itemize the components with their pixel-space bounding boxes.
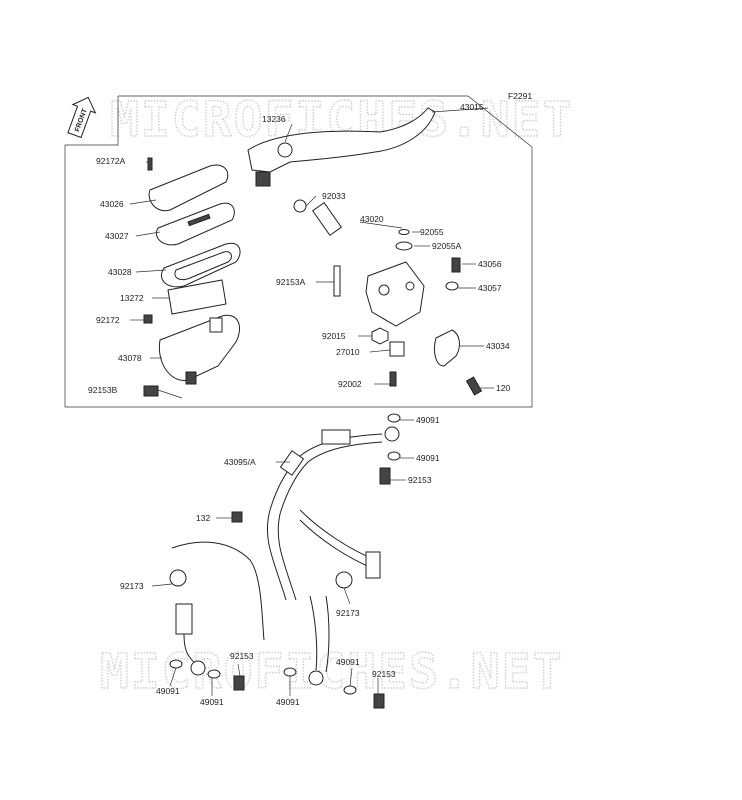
hose-right-branch	[283, 571, 385, 709]
banjo-top	[379, 413, 401, 485]
part-label: 92033	[322, 191, 346, 201]
part-label: 92055	[420, 227, 444, 237]
leader-lines	[129, 107, 494, 696]
watermark-bottom: MICROFICHES.NET	[100, 644, 563, 700]
cap-43057	[445, 281, 459, 291]
part-label: 43020	[360, 214, 384, 224]
part-label: 92173	[120, 581, 144, 591]
part-label: 13236	[262, 114, 286, 124]
part-label: 92002	[338, 379, 362, 389]
part-label: 92015	[322, 331, 346, 341]
part-label: 43095/A	[224, 457, 256, 467]
part-label: 92055A	[432, 241, 462, 251]
brake-hose-43095	[266, 429, 383, 601]
diaphragm-plate-43027	[156, 202, 235, 246]
diagram-code: F2291	[508, 91, 532, 101]
master-cylinder-body	[365, 229, 425, 327]
bolt-92002	[389, 371, 397, 387]
part-label: 43057	[478, 283, 502, 293]
part-label: 49091	[336, 657, 360, 667]
part-label: 92153B	[88, 385, 118, 395]
piston-kit-92033	[293, 199, 343, 236]
part-label: 49091	[200, 697, 224, 707]
part-label: 132	[196, 513, 210, 523]
bolt-132	[231, 511, 243, 523]
reservoir-body-43078	[143, 314, 240, 397]
bleeder-43056	[451, 257, 461, 273]
part-label: 92173	[336, 608, 360, 618]
part-label: 92172	[96, 315, 120, 325]
switch-27010	[389, 341, 405, 357]
part-label: 43026	[100, 199, 124, 209]
front-arrow-icon: FRONT	[67, 96, 97, 139]
part-label: 43078	[118, 353, 142, 363]
part-label: 43034	[486, 341, 510, 351]
part-label: 13272	[120, 293, 144, 303]
part-label: 92153	[408, 475, 432, 485]
part-label: 43028	[108, 267, 132, 277]
bolt-120	[465, 376, 483, 396]
part-label: 43015	[460, 102, 484, 112]
part-label: 43056	[478, 259, 502, 269]
part-label: 27010	[336, 347, 360, 357]
part-labels: 43015 13236 92172A 92033 43026 43020 430…	[88, 102, 510, 707]
part-label: 120	[496, 383, 510, 393]
assembly-border	[64, 95, 533, 408]
part-label: 49091	[416, 415, 440, 425]
part-label: 92153	[230, 651, 254, 661]
insulator-13272	[167, 279, 227, 315]
pin-92153A	[333, 265, 341, 297]
part-label: 49091	[416, 453, 440, 463]
nut-92015	[371, 327, 389, 345]
part-label: 49091	[276, 697, 300, 707]
part-label: 49091	[156, 686, 180, 696]
part-label: 92153A	[276, 277, 306, 287]
clamp-43034	[433, 329, 460, 367]
part-label: 92153	[372, 669, 396, 679]
hose-left-branch	[169, 541, 265, 691]
diaphragm-43028	[161, 242, 241, 288]
part-label: 43027	[105, 231, 129, 241]
reservoir-cap-43026	[147, 157, 229, 212]
part-label: 92172A	[96, 156, 126, 166]
